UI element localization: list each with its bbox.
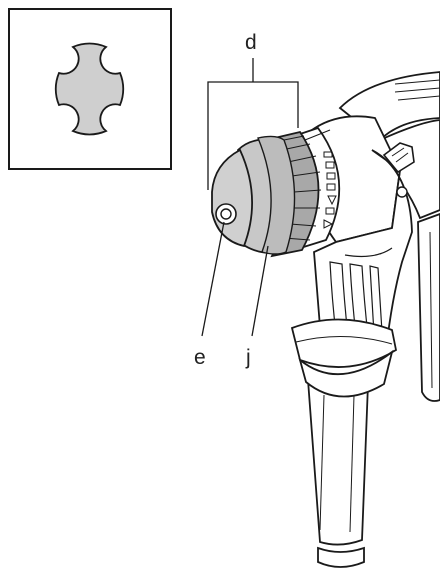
sds-shank-cross-section-icon bbox=[8, 8, 172, 170]
locking-sleeve-icon bbox=[257, 135, 296, 255]
callout-e-leader bbox=[201, 221, 225, 337]
rotary-hammer-drill-icon bbox=[299, 71, 440, 402]
label-d: d bbox=[245, 31, 257, 54]
label-e: e bbox=[194, 346, 206, 369]
label-j: j bbox=[246, 346, 251, 369]
depth-stop-clamp-icon bbox=[382, 142, 415, 198]
callout-j-leader bbox=[251, 245, 269, 337]
callout-d-bracket bbox=[207, 58, 299, 190]
auxiliary-handle-icon bbox=[290, 318, 398, 568]
